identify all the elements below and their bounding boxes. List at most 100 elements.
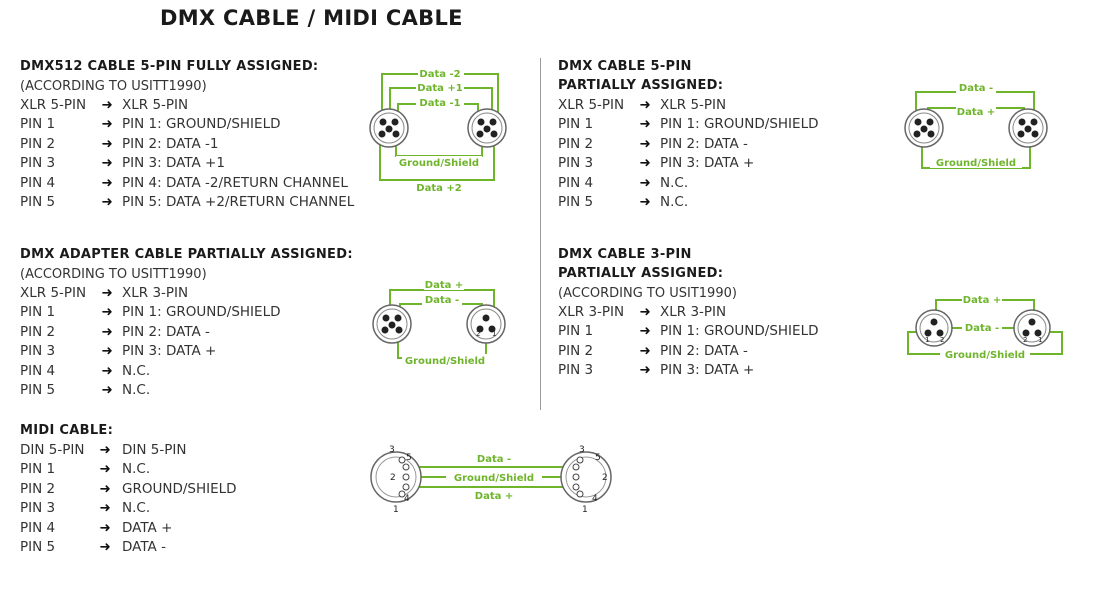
dmx3p-left-pin-1-label: 1 — [925, 336, 929, 344]
pin-target: XLR 5-PIN — [660, 97, 727, 113]
pin-source: PIN 5 — [558, 194, 594, 211]
pin-row: PIN 4➜DATA + — [20, 519, 237, 538]
pin-target: XLR 3-PIN — [660, 304, 727, 320]
dmx512-subheading: (ACCORDING TO USITT1990) — [20, 79, 207, 94]
adapter-label-data-minus: Data - — [425, 295, 459, 306]
midi-right-pin-5-label: 5 — [595, 453, 601, 463]
pin-source: PIN 1 — [20, 461, 56, 478]
midi-label-ground: Ground/Shield — [454, 473, 534, 484]
pin-source: PIN 4 — [558, 174, 594, 191]
pin-row: PIN 4➜PIN 4: DATA -2/RETURN CHANNEL — [20, 174, 354, 193]
dmx5p-label-data-minus: Data - — [959, 83, 993, 94]
arrow-icon: ➜ — [639, 155, 651, 172]
adapter-subheading: (ACCORDING TO USITT1990) — [20, 267, 207, 282]
dmx512-label-data-minus-2: Data -2 — [419, 69, 460, 80]
arrow-icon: ➜ — [99, 519, 111, 536]
midi-left-pin-1-label: 1 — [393, 505, 399, 515]
dmx3p-label-data-plus: Data + — [963, 295, 1001, 306]
dmx512-label-data-minus-1: Data -1 — [419, 98, 460, 109]
arrow-icon: ➜ — [99, 461, 111, 478]
midi-connector-left: 3 5 2 4 1 — [370, 445, 422, 515]
dmx5p-wiring-diagram: Data - Data + Ground/Shield — [904, 82, 1048, 169]
pin-source: PIN 5 — [20, 194, 56, 211]
pin-source: PIN 5 — [20, 539, 56, 556]
pin-target: DATA - — [122, 539, 166, 556]
pin-row: PIN 5➜N.C. — [20, 381, 353, 400]
dmx5p-section: DMX CABLE 5-PIN PARTIALLY ASSIGNED: XLR … — [558, 58, 818, 212]
dmx3p-left-pin-2-label: 2 — [940, 336, 944, 344]
pin-target: PIN 1: GROUND/SHIELD — [122, 116, 281, 133]
pin-row: PIN 1➜PIN 1: GROUND/SHIELD — [20, 303, 353, 322]
arrow-icon: ➜ — [99, 500, 111, 517]
pin-source: PIN 3 — [20, 500, 56, 517]
dmx3p-connector-left: 1 2 — [915, 309, 953, 347]
pin-row: PIN 3➜PIN 3: DATA + — [558, 154, 818, 173]
arrow-icon: ➜ — [101, 382, 113, 399]
adapter-label-ground: Ground/Shield — [405, 356, 485, 367]
dmx512-wire-ground — [395, 143, 483, 157]
dmx512-label-ground: Ground/Shield — [399, 158, 479, 169]
midi-wiring-diagram: Data - Ground/Shield Data + 3 5 2 4 1 3 … — [370, 445, 612, 515]
arrow-icon: ➜ — [101, 135, 113, 152]
pin-row: PIN 1➜N.C. — [20, 460, 237, 479]
pin-target: XLR 3-PIN — [122, 285, 189, 301]
dmx3p-label-ground: Ground/Shield — [945, 350, 1025, 361]
midi-left-pin-2-label: 2 — [390, 473, 396, 483]
midi-left-pin-3-label: 3 — [389, 445, 395, 455]
pin-source: PIN 2 — [20, 480, 56, 497]
pin-target: PIN 1: GROUND/SHIELD — [122, 304, 281, 321]
dmx512-label-data-plus-2: Data +2 — [416, 183, 461, 194]
pin-source: PIN 2 — [558, 342, 594, 359]
pin-source: DIN 5-PIN — [20, 442, 85, 458]
dmx5p-connector-left — [904, 108, 944, 148]
pin-source: PIN 5 — [20, 382, 56, 399]
dmx5p-connector-right — [1008, 108, 1048, 148]
pin-target: PIN 3: DATA + — [660, 155, 755, 172]
adapter-connector-xlr5 — [372, 304, 412, 344]
pin-target: PIN 1: GROUND/SHIELD — [660, 323, 819, 340]
pin-source: PIN 4 — [20, 519, 56, 536]
pin-source: PIN 1 — [20, 304, 56, 321]
arrow-icon: ➜ — [99, 442, 111, 458]
pin-row: PIN 1➜PIN 1: GROUND/SHIELD — [558, 115, 818, 134]
dmx3p-label-data-minus: Data - — [965, 323, 999, 334]
arrow-icon: ➜ — [101, 155, 113, 172]
dmx3p-heading-2: PARTIALLY ASSIGNED: — [558, 266, 724, 281]
dmx3p-right-pin-1-label: 1 — [1038, 336, 1042, 344]
pin-row: PIN 3➜PIN 3: DATA + — [558, 361, 818, 380]
pin-row: PIN 3➜PIN 3: DATA +1 — [20, 154, 354, 173]
midi-label-data-minus: Data - — [477, 454, 511, 465]
arrow-icon: ➜ — [639, 362, 651, 379]
pin-source: PIN 2 — [20, 135, 56, 152]
pin-row: PIN 2➜PIN 2: DATA - — [558, 135, 818, 154]
pin-row: PIN 4➜N.C. — [20, 362, 353, 381]
dmx512-wiring-diagram: Data -2 Data +1 Data -1 Ground/Shield Da… — [369, 68, 507, 194]
pin-row: PIN 2➜PIN 2: DATA - — [558, 342, 818, 361]
pin-row: DIN 5-PIN➜DIN 5-PIN — [20, 441, 237, 460]
arrow-icon: ➜ — [639, 116, 651, 133]
dmx512-wire-data-plus-2 — [379, 138, 495, 181]
dmx3p-connector-right: 2 1 — [1013, 309, 1051, 347]
adapter-wiring-diagram: Data + Data - Ground/Shield 2 1 — [372, 279, 506, 367]
midi-right-pin-3-label: 3 — [579, 445, 585, 455]
pin-target: PIN 2: DATA - — [122, 323, 210, 340]
midi-right-pin-4-label: 4 — [592, 494, 598, 504]
adapter-xlr3-pin-1-label: 1 — [492, 330, 496, 338]
arrow-icon: ➜ — [639, 97, 651, 113]
adapter-heading: DMX ADAPTER CABLE PARTIALLY ASSIGNED: — [20, 247, 353, 262]
pin-source: PIN 2 — [558, 135, 594, 152]
arrow-icon: ➜ — [639, 342, 651, 359]
pin-row: PIN 2➜PIN 2: DATA -1 — [20, 135, 354, 154]
pin-row: PIN 3➜PIN 3: DATA + — [20, 342, 353, 361]
pin-source: PIN 1 — [558, 323, 594, 340]
arrow-icon: ➜ — [99, 480, 111, 497]
pin-target: XLR 5-PIN — [122, 97, 189, 113]
midi-left-pin-4-label: 4 — [404, 494, 410, 504]
arrow-icon: ➜ — [101, 194, 113, 211]
pin-source: XLR 5-PIN — [20, 97, 87, 113]
adapter-xlr3-pin-2-label: 2 — [476, 330, 480, 338]
dmx512-left-pin-3-label: 3 — [386, 125, 390, 133]
dmx5p-label-ground: Ground/Shield — [936, 158, 1016, 169]
